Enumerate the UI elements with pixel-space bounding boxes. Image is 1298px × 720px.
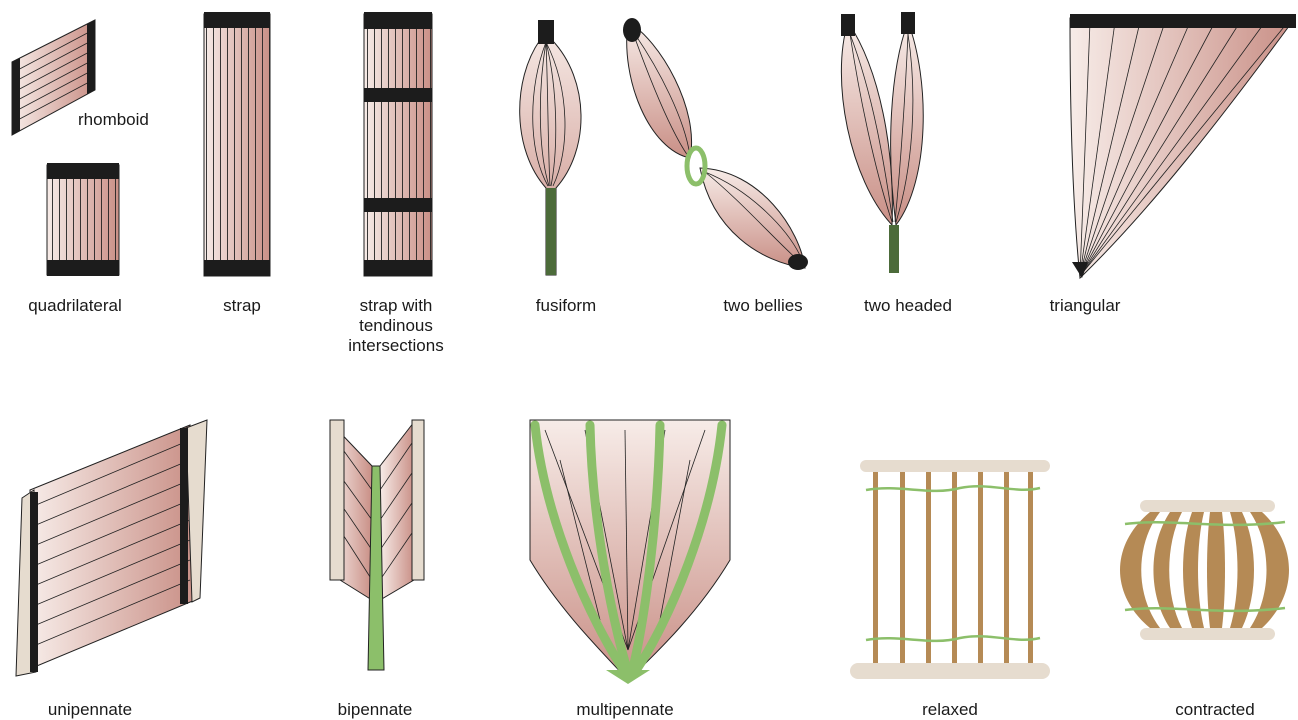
label-fusiform: fusiform bbox=[516, 296, 616, 316]
label-rhomboid: rhomboid bbox=[78, 110, 149, 130]
strap-tendinous-muscle bbox=[364, 12, 432, 276]
label-triangular: triangular bbox=[1030, 296, 1140, 316]
label-unipennate: unipennate bbox=[30, 700, 150, 720]
label-strap: strap bbox=[212, 296, 272, 316]
label-quadrilateral: quadrilateral bbox=[10, 296, 140, 316]
label-contracted: contracted bbox=[1160, 700, 1270, 720]
bipennate-muscle bbox=[330, 420, 424, 670]
contracted-fibers bbox=[1120, 500, 1289, 640]
relaxed-fibers bbox=[850, 460, 1050, 679]
label-strap-tendinous: strap with tendinous intersections bbox=[326, 296, 466, 356]
two-headed-muscle bbox=[841, 12, 923, 273]
label-multipennate: multipennate bbox=[550, 700, 700, 720]
quadrilateral-muscle bbox=[47, 163, 119, 276]
fusiform-muscle bbox=[520, 20, 581, 275]
strap-muscle bbox=[204, 12, 270, 276]
label-two-bellies: two bellies bbox=[704, 296, 822, 316]
label-bipennate: bipennate bbox=[320, 700, 430, 720]
triangular-muscle bbox=[1070, 14, 1296, 278]
unipennate-muscle bbox=[16, 420, 207, 676]
two-bellies-muscle bbox=[623, 18, 808, 270]
label-relaxed: relaxed bbox=[900, 700, 1000, 720]
multipennate-muscle bbox=[530, 420, 730, 684]
label-two-headed: two headed bbox=[848, 296, 968, 316]
